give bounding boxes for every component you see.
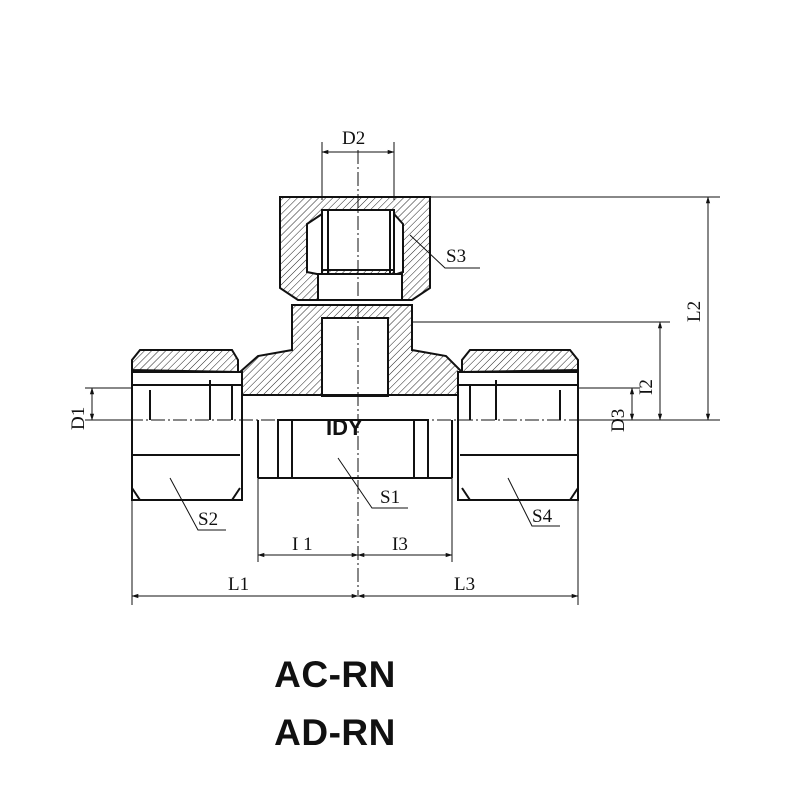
dimension-lines	[89, 149, 711, 599]
label-s2: S2	[198, 509, 218, 530]
leader-lines	[169, 234, 560, 531]
branch-bore	[321, 317, 389, 397]
extension-lines	[85, 142, 720, 605]
label-l2: L2	[684, 301, 705, 322]
left-nut	[131, 349, 243, 501]
label-d2: D2	[342, 128, 365, 149]
centerlines	[85, 150, 640, 595]
label-l1-small: I 1	[292, 534, 313, 555]
brand-logo: IDY	[326, 415, 363, 440]
model-code-primary: AC-RN	[274, 654, 396, 695]
label-l2-small: I2	[636, 379, 657, 395]
label-s3: S3	[446, 246, 466, 267]
label-s1: S1	[380, 487, 400, 508]
top-nut	[279, 196, 431, 301]
label-l3-small: I3	[392, 534, 408, 555]
right-nut	[457, 349, 579, 501]
label-l3: L3	[454, 574, 475, 595]
label-l1: L1	[228, 574, 249, 595]
label-d3: D3	[608, 409, 629, 432]
label-s4: S4	[532, 506, 553, 527]
model-code-secondary: AD-RN	[274, 712, 396, 753]
label-d1: D1	[68, 407, 89, 430]
